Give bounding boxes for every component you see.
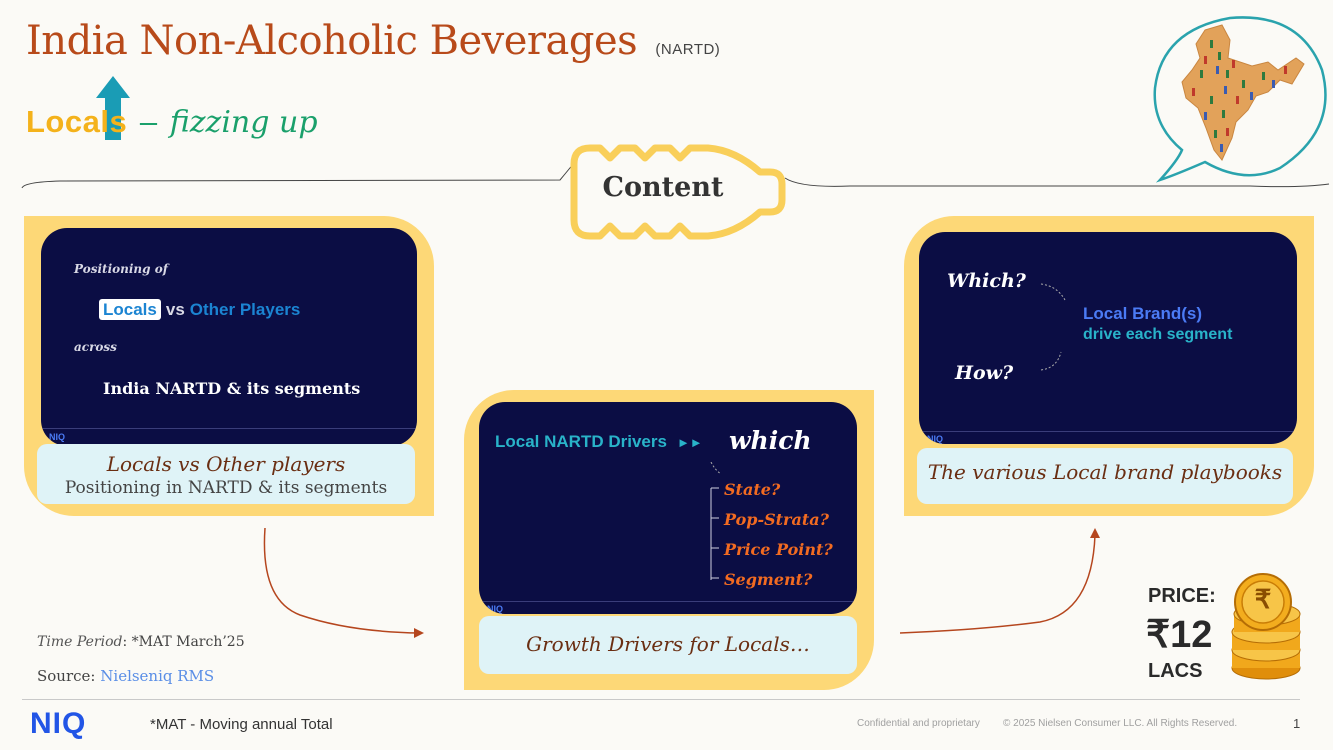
- card-3-caption-title: The various Local brand playbooks: [927, 460, 1283, 484]
- source-link[interactable]: Nielseniq RMS: [100, 667, 215, 685]
- card-2-caption: Growth Drivers for Locals…: [479, 616, 857, 674]
- page-title: India Non-Alcoholic Beverages (NARTD): [26, 18, 720, 64]
- up-arrow-icon: [96, 76, 130, 140]
- section-label: Content: [602, 172, 724, 203]
- price-label: PRICE:: [1148, 585, 1216, 607]
- card-3-slide[interactable]: Which? Local Brand(s) drive each segment…: [919, 232, 1297, 444]
- fast-forward-icon: ►►: [676, 435, 703, 450]
- card-2-slide[interactable]: Local NARTD Drivers ►► which State? Pop-S…: [479, 402, 857, 614]
- connector-arrow-2: [899, 534, 1096, 634]
- title-text: India Non-Alcoholic Beverages: [26, 18, 638, 64]
- bottle-icon: [570, 144, 786, 240]
- slide-across-label: across: [74, 340, 117, 354]
- card-1-caption: Locals vs Other players Positioning in N…: [37, 444, 415, 504]
- subtitle-dash: –: [139, 104, 158, 139]
- source-label: Source:: [37, 667, 96, 685]
- price-value: ₹12: [1146, 614, 1213, 656]
- page-number: 1: [1293, 716, 1301, 731]
- header-divider-left: [21, 157, 579, 189]
- card-1-caption-subtitle: Positioning in NARTD & its segments: [64, 478, 388, 498]
- slide-footer-rule: [919, 431, 1297, 432]
- subtitle: Locals – fizzing up: [26, 104, 318, 140]
- time-period-value: : *MAT March’25: [122, 634, 245, 650]
- slide-option-price-point: Price Point?: [724, 540, 833, 559]
- rupee-symbol-icon: ₹: [1254, 584, 1272, 614]
- price-unit: LACS: [1148, 660, 1203, 682]
- slide-vs: vs: [165, 300, 185, 319]
- niq-logo: NIQ: [30, 707, 87, 740]
- slide-india-nartd: India NARTD & its segments: [103, 379, 361, 398]
- subtitle-tagline: fizzing up: [169, 105, 318, 140]
- india-map-bubble-icon: [1153, 16, 1327, 183]
- connector-arrow-1: [263, 527, 421, 634]
- rupee-coin-stack-icon: [1231, 573, 1301, 680]
- card-2-caption-title: Growth Drivers for Locals…: [526, 632, 810, 656]
- slide-locals-box: Locals: [99, 299, 161, 320]
- slide-local-brands: Local Brand(s): [1083, 304, 1203, 323]
- slide-option-pop-strata: Pop-Strata?: [724, 510, 829, 529]
- header-divider-right: [784, 177, 1330, 188]
- footer-confidential: Confidential and proprietary: [857, 718, 980, 729]
- card-1-caption-title: Locals vs Other players: [106, 452, 346, 476]
- footer-copyright: © 2025 Nielsen Consumer LLC. All Rights …: [1003, 718, 1238, 729]
- time-period: Time Period: *MAT March’25: [37, 634, 245, 650]
- footer-mat-note: *MAT - Moving annual Total: [150, 716, 333, 733]
- slide-how-question: How?: [955, 362, 1014, 384]
- subtitle-brand: Locals: [26, 104, 128, 139]
- slide-footer-rule: [41, 428, 417, 429]
- slide-niq-logo: NIQ: [927, 434, 944, 444]
- slide-option-state: State?: [724, 480, 781, 499]
- slide-dotted-connectors: [1040, 283, 1066, 371]
- slide-other-players: Other Players: [189, 300, 301, 319]
- card-3-caption: The various Local brand playbooks: [917, 448, 1293, 504]
- footer-rule: [22, 699, 1300, 700]
- title-suffix: (NARTD): [655, 41, 721, 58]
- slide-drive-each-segment: drive each segment: [1083, 326, 1233, 343]
- slide-niq-logo: NIQ: [487, 604, 504, 614]
- slide-niq-logo: NIQ: [49, 432, 66, 442]
- source: Source: Nielseniq RMS: [37, 667, 214, 685]
- arrowhead-2: [1090, 528, 1100, 538]
- slide-drivers-text: Local NARTD Drivers: [495, 432, 667, 451]
- slide-option-segment: Segment?: [724, 570, 813, 589]
- arrowhead-1: [414, 628, 424, 638]
- slide-drivers-heading: Local NARTD Drivers ►►: [495, 432, 703, 452]
- time-period-label: Time Period: [37, 634, 123, 650]
- slide-tree-connector: [710, 462, 722, 580]
- slide-which: which: [729, 426, 812, 455]
- slide-footer-rule: [479, 601, 857, 602]
- slide-which-question: Which?: [947, 270, 1026, 292]
- slide-positioning-label: Positioning of: [74, 262, 168, 276]
